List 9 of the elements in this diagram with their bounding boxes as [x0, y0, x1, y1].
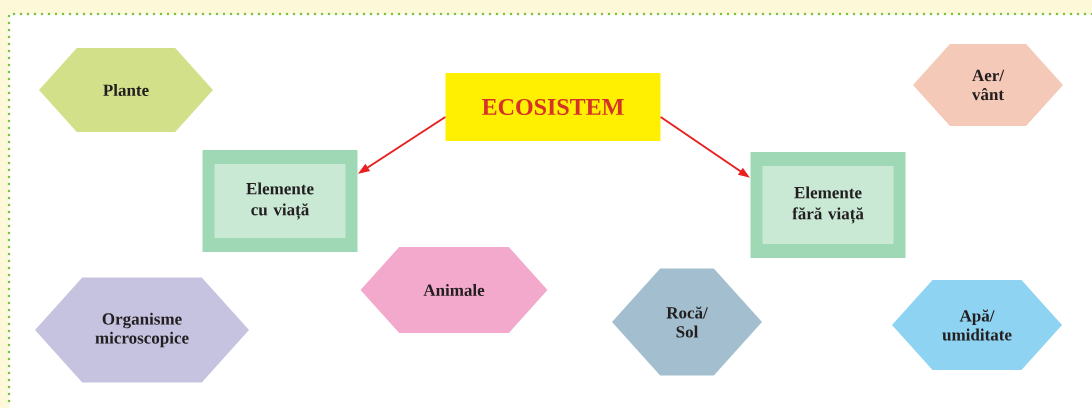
hexagon: Animale	[360, 247, 548, 333]
hexagon: Rocă/ Sol	[612, 268, 762, 376]
category-box: Elemente fără viață	[750, 152, 906, 258]
title-box: ECOSISTEM	[445, 73, 661, 141]
hexagon: Apă/ umiditate	[892, 280, 1062, 370]
hexagon: Plante	[39, 48, 213, 132]
hexagon: Aer/ vânt	[913, 44, 1063, 126]
hexagon: Organisme microscopice	[35, 277, 249, 383]
category-box: Elemente cu viață	[202, 150, 358, 252]
